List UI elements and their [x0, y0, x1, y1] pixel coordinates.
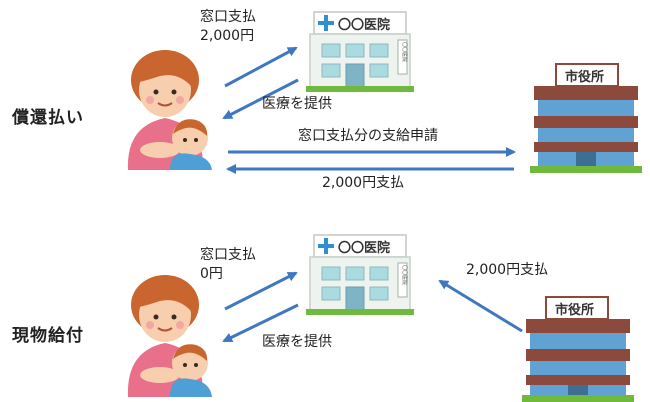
arrow-care-to-patient — [222, 303, 299, 343]
cityhall-payment-text: 2,000円支払 — [466, 262, 549, 278]
benefit-application-text: 窓口支払分の支給申請 — [298, 128, 438, 144]
window-payment-text: 窓口支払 2,000円 — [200, 9, 256, 44]
hospital-building-icon — [306, 11, 414, 92]
arrow-cityhall-to-hospital — [438, 279, 523, 333]
reimbursement-label: 償還払い — [12, 108, 84, 128]
city-hall-building-icon — [530, 63, 642, 173]
refund-payment-text: 2,000円支払 — [322, 175, 405, 191]
in-kind-benefit-diagram-art: 〇〇医院 〇〇医院 市役所 — [127, 234, 634, 402]
reimbursement-diagram: 〇〇医院 〇〇医院 市役所 償還払い 窓口支払 2,000円 医療を提供 窓口支… — [12, 9, 642, 191]
hospital-sign: 〇〇医院 — [338, 240, 390, 256]
arrow-payment-to-hospital — [224, 46, 298, 88]
cityhall-sign: 市役所 — [555, 302, 594, 318]
arrow-payment-to-hospital — [224, 271, 298, 311]
reimbursement-diagram-art: 〇〇医院 〇〇医院 市役所 — [127, 11, 642, 174]
medical-care-text: 医療を提供 — [262, 96, 332, 112]
medical-care-text: 医療を提供 — [262, 334, 332, 350]
arrow-care-to-patient — [222, 78, 299, 120]
window-payment-text: 窓口支払 0円 — [200, 247, 256, 282]
in-kind-benefit-label: 現物給付 — [12, 326, 84, 346]
in-kind-benefit-diagram: 〇〇医院 〇〇医院 市役所 現物給付 窓口支払 0円 医療を提供 2,000円支… — [0, 201, 650, 402]
cityhall-sign: 市役所 — [565, 69, 604, 85]
city-hall-building-icon — [522, 296, 634, 402]
mother-with-baby-icon — [127, 50, 212, 170]
hospital-sign: 〇〇医院 — [338, 17, 390, 33]
hospital-plate: 〇〇医院 — [401, 42, 408, 62]
hospital-plate: 〇〇医院 — [401, 265, 408, 285]
hospital-building-icon — [306, 234, 414, 315]
mother-with-baby-icon — [127, 275, 212, 397]
